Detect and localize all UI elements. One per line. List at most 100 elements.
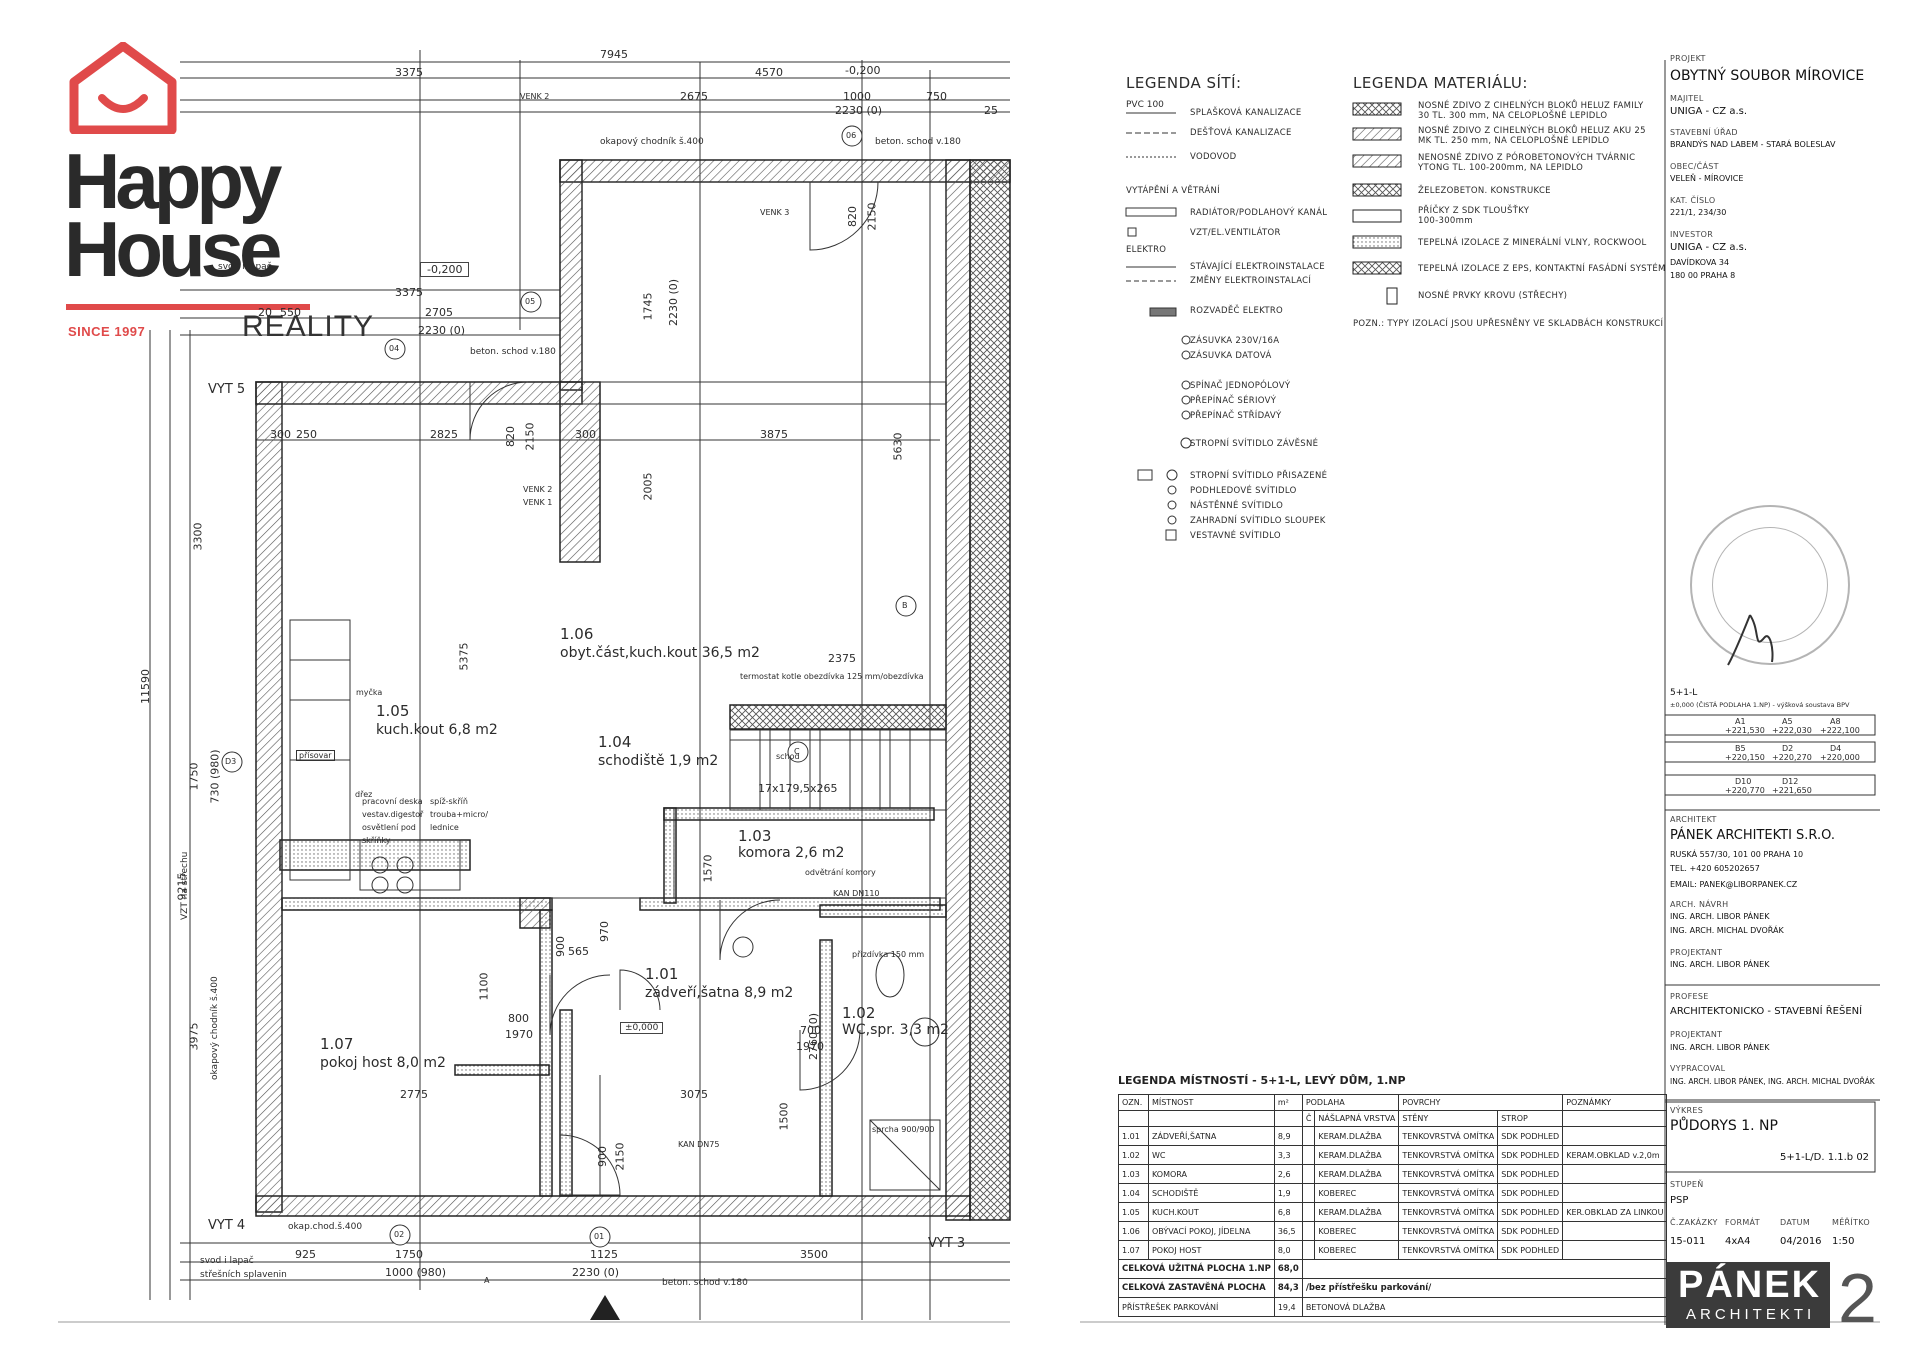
note-okap-chod: okap.chod.š.400 [288, 1222, 363, 1232]
legend-site-item: STROPNÍ SVÍTIDLO ZÁVĚSNÉ [1190, 439, 1319, 449]
tb-kat: 221/1, 234/30 [1670, 208, 1727, 217]
room-1-06-num: 1.06 [560, 625, 594, 643]
legend-site-item: VYTÁPĚNÍ A VĚTRÁNÍ [1126, 186, 1220, 196]
table-cell: KOBEREC [1314, 1183, 1400, 1203]
tb-foot-label: MĚŘÍTKO [1832, 1218, 1870, 1227]
table-cell: KERAM.DLAŽBA [1314, 1126, 1400, 1146]
room-1-03-name: komora 2,6 m2 [738, 845, 845, 861]
table-cell: /bez přístřešku parkování/ [1301, 1278, 1668, 1298]
room-1-05-num: 1.05 [376, 702, 410, 720]
note-drez: dřez [355, 790, 373, 799]
tb-architekt: PÁNEK ARCHITEKTI S.R.O. [1670, 828, 1835, 843]
note-kan110: KAN DN110 [833, 889, 880, 898]
height-value: +220,000 [1820, 753, 1860, 762]
dim-970-a: 970 [598, 921, 611, 942]
marker-d3: D3 [225, 757, 237, 766]
height-value: +222,030 [1772, 726, 1812, 735]
marker-01: 01 [594, 1232, 605, 1241]
table-cell: SDK PODHLED [1497, 1164, 1564, 1184]
height-label: A5 [1782, 717, 1793, 726]
dim-3300: 3300 [191, 522, 205, 551]
dim-1745: 1745 [641, 292, 655, 321]
table-cell: OZN. [1118, 1094, 1149, 1111]
note-termostat: termostat kotle obezdívka 125 mm/obezdív… [740, 672, 924, 681]
room-1-01-name: zádveří,šatna 8,9 m2 [645, 985, 794, 1001]
table-cell: CELKOVÁ ZASTAVĚNÁ PLOCHA [1118, 1278, 1275, 1298]
table-cell: 19,4 [1273, 1297, 1303, 1317]
dim-top-1: 3375 [395, 66, 423, 79]
note-prisovar: přísovar [296, 750, 335, 761]
table-cell: KOMORA [1147, 1164, 1275, 1184]
dim-2775: 2775 [400, 1088, 428, 1101]
room-1-04-num: 1.04 [598, 733, 632, 751]
dim-250: 250 [296, 428, 317, 441]
note-zero: ±0,000 [620, 1022, 664, 1034]
table-cell: SDK PODHLED [1497, 1145, 1564, 1165]
note-venk2: VENK 2 [523, 485, 553, 494]
legend-site-item: VESTAVNÉ SVÍTIDLO [1190, 531, 1281, 541]
room-1-02-num: 1.02 [842, 1004, 876, 1022]
logo-since: SINCE 1997 [68, 324, 146, 339]
legend-site-item: STROPNÍ SVÍTIDLO PŘISAZENÉ [1190, 471, 1328, 481]
legend-material-title: LEGENDA MATERIÁLU: [1353, 74, 1528, 92]
axis-vyt3: VYT 3 [928, 1236, 966, 1251]
legend-material-item: PŘÍČKY Z SDK TLOUŠŤKY 100-300mm [1418, 206, 1530, 226]
dim-2230-v: 2230 (0) [667, 278, 681, 327]
legend-site-item: ZÁSUVKA DATOVÁ [1190, 351, 1272, 361]
legend-material-item: ŽELEZOBETON. KONSTRUKCE [1418, 186, 1551, 196]
table-cell: 1.06 [1118, 1221, 1149, 1241]
table-cell: TENKOVRSTVÁ OMÍTKA [1398, 1126, 1499, 1146]
doors [469, 181, 879, 1196]
axis-vyt4: VYT 4 [208, 1218, 246, 1233]
table-cell: TENKOVRSTVÁ OMÍTKA [1398, 1145, 1499, 1165]
table-cell: 1,9 [1273, 1183, 1303, 1203]
dim-2825: 2825 [430, 428, 458, 441]
height-label: B5 [1735, 744, 1746, 753]
dim-1125: 1125 [590, 1248, 618, 1261]
dim-upper-6: 20 [258, 306, 272, 319]
room-table: OZN. MÍSTNOST m² PODLAHA POVRCHY POZNÁMK… [1118, 1094, 1668, 1317]
dim-11590: 11590 [139, 669, 152, 704]
legend-material-item: TEPELNÁ IZOLACE Z MINERÁLNÍ VLNY, ROCKWO… [1418, 238, 1647, 248]
dim-top-4: 2675 [680, 90, 708, 103]
dim-upper-2: 2705 [425, 306, 453, 319]
table-cell: 1.01 [1118, 1126, 1149, 1146]
height-value: +220,770 [1725, 786, 1765, 795]
tb-vykres: PŮDORYS 1. NP [1670, 1118, 1778, 1134]
tb-vykres-label: VÝKRES [1670, 1106, 1704, 1115]
room-1-05-name: kuch.kout 6,8 m2 [376, 722, 498, 738]
site-symbols [1125, 112, 1192, 541]
height-value: +220,270 [1772, 753, 1812, 762]
tb-projekt-label: PROJEKT [1670, 54, 1706, 63]
brand-line-1: Happy [64, 137, 282, 225]
tb-stupen: PSP [1670, 1195, 1689, 1206]
legend-material-item: NENOSNÉ ZDIVO Z PÓROBETONOVÝCH TVÁRNIC Y… [1418, 153, 1636, 173]
tb-vypracoval-label: VYPRACOVAL [1670, 1064, 1726, 1073]
table-cell: STĚNY [1398, 1110, 1499, 1127]
dim-2150-c: 2150 [613, 1142, 627, 1171]
table-cell: POVRCHY [1398, 1094, 1564, 1111]
tb-investor-addr1: DAVÍDKOVA 34 [1670, 258, 1730, 267]
legend-site-item: ZMĚNY ELEKTROINSTALACÍ [1190, 276, 1312, 286]
room-1-06-name: obyt.část,kuch.kout 36,5 m2 [560, 645, 760, 661]
room-1-02-name: WC,spr. 3,3 m2 [842, 1022, 949, 1038]
table-cell: TENKOVRSTVÁ OMÍTKA [1398, 1240, 1499, 1260]
legend-site-item: SPÍNAČ JEDNOPÓLOVÝ [1190, 381, 1291, 391]
dim-300-b: 300 [270, 428, 291, 441]
dim-700: 700 [800, 1024, 821, 1037]
table-cell: SDK PODHLED [1497, 1126, 1564, 1146]
outer-walls [255, 159, 1011, 1221]
dim-2150-b: 2150 [523, 422, 537, 451]
table-cell: TENKOVRSTVÁ OMÍTKA [1398, 1183, 1499, 1203]
note-svod-2: svod i lapač [200, 1256, 254, 1266]
table-cell: SCHODIŠTĚ [1147, 1183, 1275, 1203]
tb-type-note: ±0,000 (ČISTÁ PODLAHA 1.NP) - výšková so… [1670, 701, 1850, 709]
tb-vypracoval: ING. ARCH. LIBOR PÁNEK, ING. ARCH. MICHA… [1670, 1077, 1875, 1086]
tb-architekt-label: ARCHITEKT [1670, 815, 1717, 824]
note-venk2b: VENK 2 [520, 92, 550, 101]
dim-3875: 3875 [760, 428, 788, 441]
